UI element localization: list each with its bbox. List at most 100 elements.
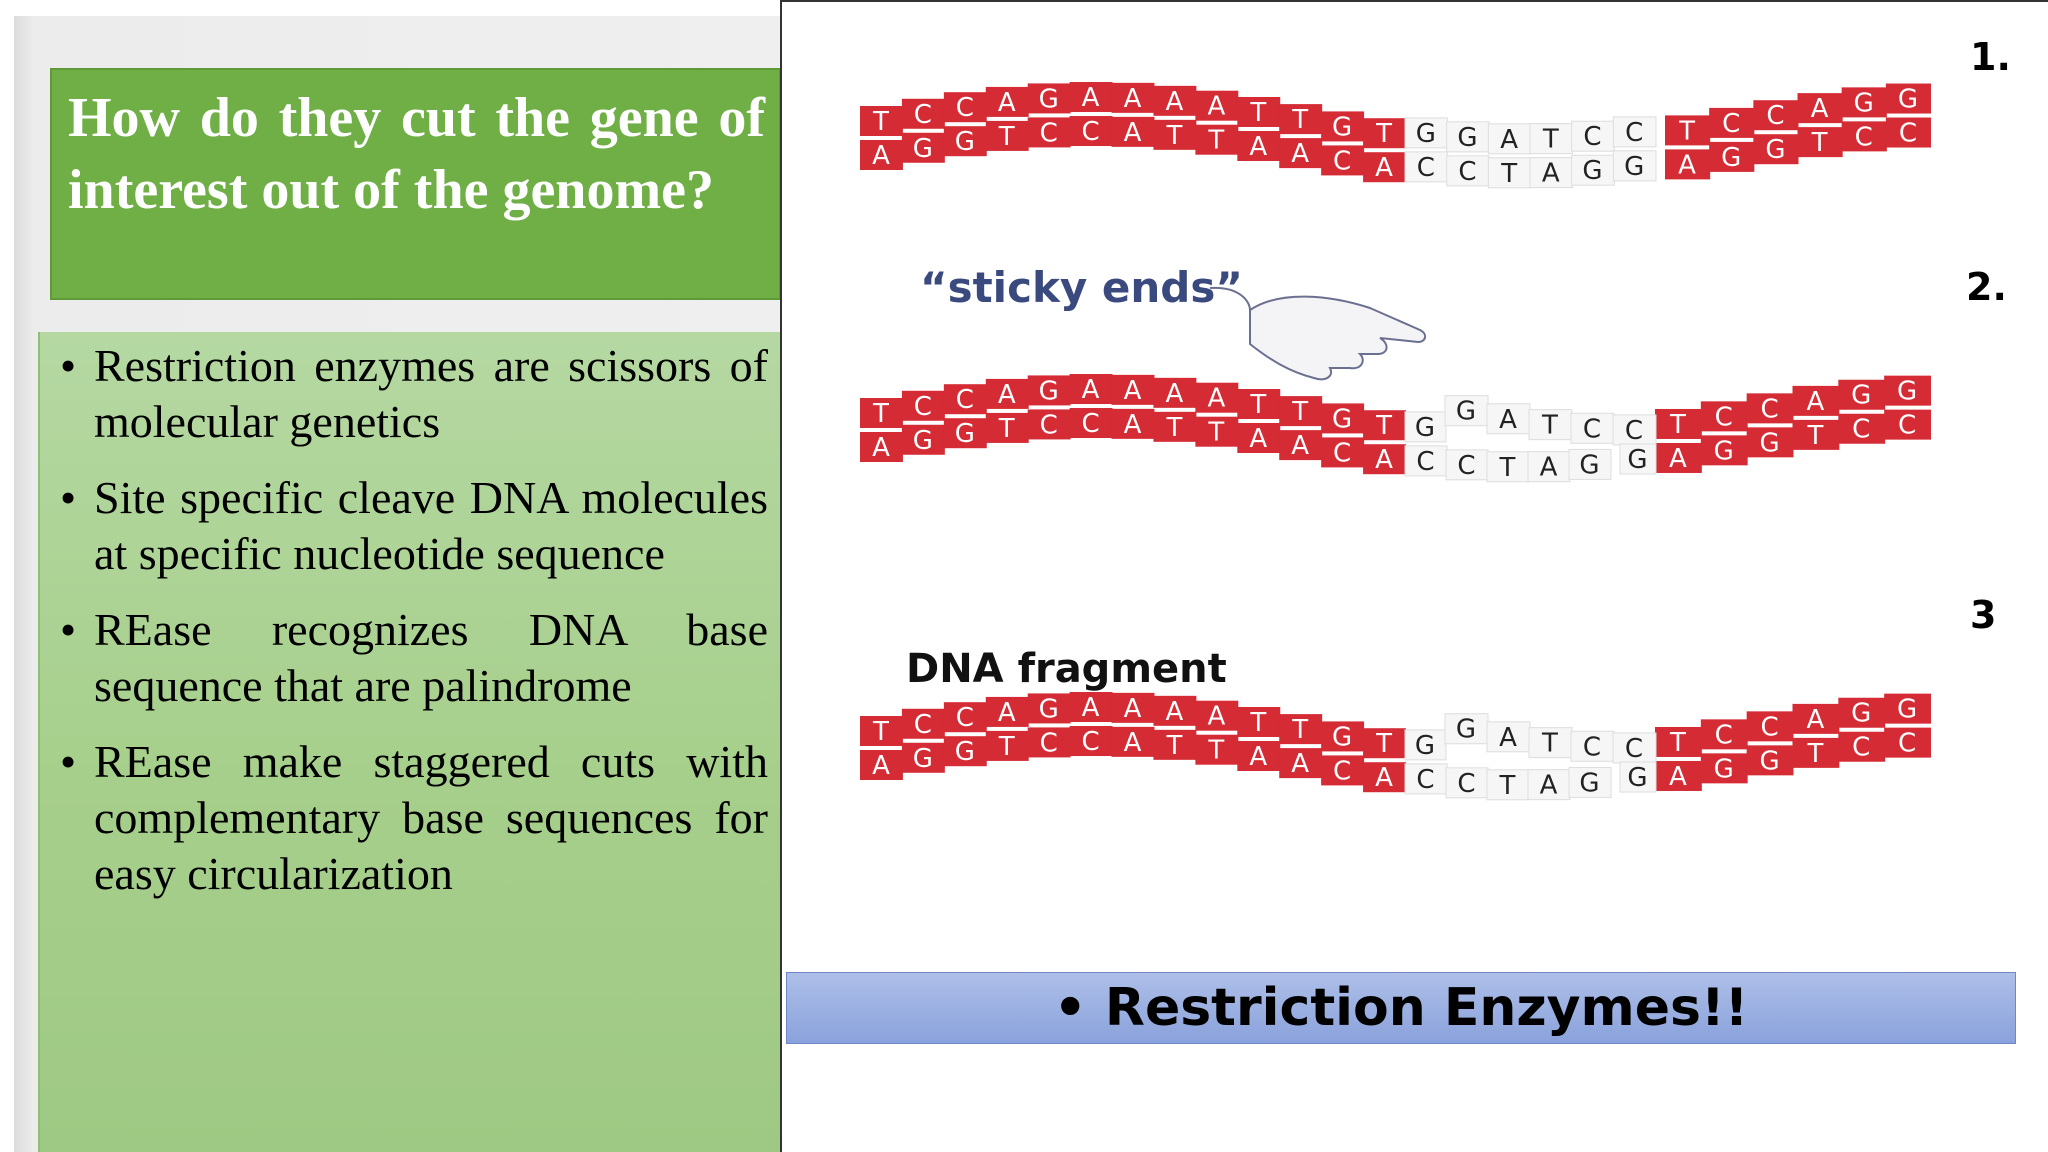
dna-step-3-bottom-left-segment [1111,726,1155,757]
dna-step-3-top-left-segment [943,702,987,733]
dna-step-2-bottom-left-base: G [955,419,975,449]
dna-step-3-top-sticky-right-base: C [1583,732,1601,762]
dna-step-2-top-sticky-right-segment [1570,412,1615,444]
bullet-item: • REase recognizes DNA base sequence that… [56,602,768,714]
dna-step-3-bottom-right-segment [1884,727,1931,758]
dna-step-2-top-left-base: T [1249,390,1266,420]
dna-step-3-top-left-base: A [1166,697,1184,727]
dna-step-2-bottom-right-segment [1655,442,1702,473]
dna-step-2-top-right-segment [1700,401,1748,432]
dna-step-3-top-right-base: T [1669,728,1686,758]
dna-step-3-top-left-base: A [1124,694,1142,724]
dna-step-1-bottom-left-base: T [1165,121,1182,151]
dna-step-1-bottom-right-segment [1797,127,1843,158]
dna-step-3-bottom-left-segment [1069,726,1113,757]
dna-step-1-top-right-base: C [1766,101,1784,131]
dna-step-3-bottom-left-segment [985,730,1029,761]
dna-step-2-bottom-sticky-left-base: C [1457,451,1475,481]
dna-step-2-bottom-left-segment [1237,422,1281,453]
dna-step-3-bottom-right-base: C [1852,733,1870,763]
banner-title: • Restriction Enzymes!! [786,972,2016,1044]
dna-step-3-bottom-left-base: A [1124,728,1142,758]
dna-step-1-bottom-mid-base: T [1500,159,1517,189]
dna-step-2-bottom-left-segment [985,412,1029,443]
dna-step-2-bottom-left-base: T [1165,413,1182,443]
dna-step-2-top-left-segment [1363,410,1406,441]
dna-step-3-bottom-left-segment [901,742,945,773]
dna-step-2-bottom-sticky-left-base: C [1416,447,1434,477]
dna-step-3-top-right-segment [1746,711,1794,742]
dna-step-3-bottom-right-base: G [1760,746,1780,776]
dna-step-3-top-right-base: A [1807,705,1825,735]
dna-step-3-top-left-base: A [1207,702,1225,732]
dna-step-1-top-left-segment [1363,118,1406,149]
dna-step-3-bottom-left-segment [1195,734,1239,765]
dna-step-3-top-sticky-right-base: T [1541,729,1558,759]
dna-step-3-top-left-segment [1321,721,1365,752]
dna-step-2-top-right-base: A [1807,387,1825,417]
dna-step-2-top-left-segment [1237,388,1281,419]
dna-step-1-top-left-segment [1111,82,1155,113]
dna-step-3-top-sticky-right-base: A [1499,723,1517,753]
dna-step-2-top-sticky-right-segment [1444,395,1489,427]
dna-step-3-bottom-left-segment [1237,740,1281,771]
dna-step-3-bottom-left-base: A [1291,749,1309,779]
dna-step-3-top-sticky-right-segment [1528,727,1573,759]
dna-step-2-top-left-segment [1279,396,1323,427]
dna-step-1-bottom-left-segment [1069,116,1113,147]
dna-step-2-bottom-left-segment [860,432,903,462]
dna-step-1-top-right-base: T [1678,116,1695,146]
dna-step-3-top-left-base: G [1039,694,1059,724]
dna-step-1-top-right-segment [1797,93,1843,124]
dna-step-3-top-left-base: T [872,717,889,747]
dna-step-1-bottom-mid-segment [1487,157,1532,189]
dna-step-2-bottom-left-base: A [1124,410,1142,440]
dna-step-1-bottom-right-segment [1885,117,1931,148]
dna-step-2-top-left-segment [1195,382,1239,413]
dna-step-2-top-left-base: A [1124,376,1142,406]
dna-step-3-bottom-sticky-left-base: C [1457,769,1475,799]
dna-step-1-top-left-base: T [1249,98,1266,128]
dna-step-1-top-right-base: G [1854,88,1874,118]
dna-step-1-bottom-left-segment [901,132,945,163]
dna-step-2-top-left-segment [860,398,903,428]
dna-step-3-top-sticky-right-segment [1612,732,1657,764]
dna-step-1-top-mid-segment [1612,116,1657,148]
dna-step-3-bottom-right-base: G [1714,754,1734,784]
dna-step-2-top-left-segment [985,378,1029,409]
dna-step-3-top-sticky-right-segment [1444,713,1489,745]
dna-step-1-bottom-left-base: A [1124,118,1142,148]
dna-step-2-bottom-left-segment [1153,411,1197,442]
dna-step-3-bottom-sticky-left-base: G [1579,768,1599,798]
dna-step-3-bottom-left-segment [943,736,987,767]
dna-step-1-bottom-right-base: C [1899,119,1917,149]
dna-step-3-top-left-segment [860,716,903,746]
dna-step-2-bottom-right-base: C [1852,415,1870,445]
dna-fragment-label: DNA fragment [906,646,1227,692]
bullet-text: REase recognizes DNA base sequence that … [94,604,768,711]
dna-step-3-top-right-segment [1792,703,1840,734]
dna-step-1-bottom-right-base: G [1721,143,1741,173]
dna-step-3-bottom-sticky-left-base: A [1540,771,1558,801]
dna-step-2-top-right-segment [1792,385,1840,416]
bullet-item: •Restriction enzymes are scissors of mol… [56,338,768,450]
dna-step-1-bottom-mid-base: C [1458,157,1476,187]
dna-step-2-bottom-left-segment [1111,408,1155,439]
dna-step-2-bottom-right-base: C [1898,411,1916,441]
dna-step-2-top-right-base: C [1715,402,1733,432]
dna-step-3-bottom-right-base: C [1898,729,1916,759]
dna-step-1-top-left-segment [860,106,903,136]
dna-step-2-top-sticky-right-segment [1528,409,1573,441]
dna-step-3-top-left-segment [1027,693,1071,724]
dna-step-1-bottom-left-segment [1027,117,1071,148]
dna-step-2-bottom-sticky-left-base: T [1499,453,1516,483]
dna-step-3-top-left-base: C [956,703,974,733]
dna-step-2-bottom-sticky-left-base: A [1540,453,1558,483]
bullet-dot: • [60,604,77,655]
bullet-text: Restriction enzymes are scissors of mole… [94,340,768,447]
dna-step-2-top-right-base: C [1761,394,1779,424]
dna-step-2-bottom-left-base: A [1291,431,1309,461]
dna-step-2-top-right-base: T [1669,410,1686,440]
